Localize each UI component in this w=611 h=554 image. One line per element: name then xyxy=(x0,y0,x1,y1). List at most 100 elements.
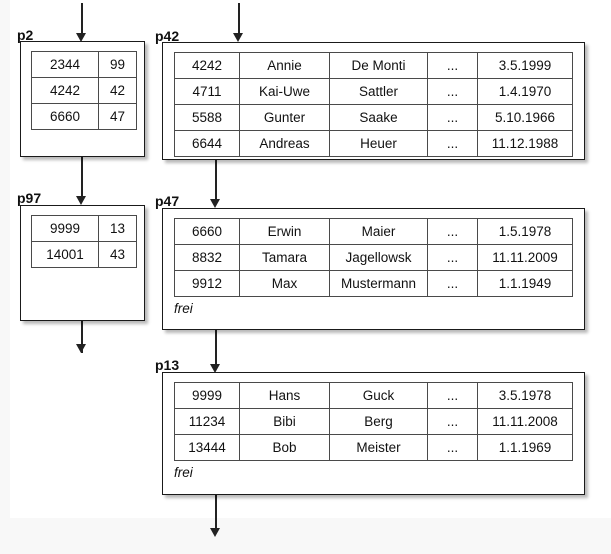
cell-more: ... xyxy=(427,434,478,461)
cell-lastname: Saake xyxy=(329,104,428,131)
cell-more: ... xyxy=(427,408,478,435)
arrow-p42-to-p47-line xyxy=(215,160,217,200)
cell-key: 9999 xyxy=(31,215,99,242)
arrow-p47-to-p13-line xyxy=(215,330,217,368)
table-row[interactable]: 14001 43 xyxy=(31,241,137,268)
cell-date: 3.5.1999 xyxy=(477,52,573,79)
cell-more: ... xyxy=(427,52,478,79)
cell-date: 1.1.1969 xyxy=(477,434,573,461)
cell-more: ... xyxy=(427,244,478,271)
arrow-p2-to-p97-head xyxy=(76,196,86,205)
table-row[interactable]: 2344 99 xyxy=(31,51,137,78)
cell-pointer: 43 xyxy=(98,241,137,268)
arrow-into-p2-line xyxy=(81,3,83,36)
cell-date: 3.5.1978 xyxy=(477,382,573,409)
cell-firstname: Andreas xyxy=(239,130,330,157)
cell-id: 6644 xyxy=(174,130,240,157)
table-row[interactable]: 5588 Gunter Saake ... 5.10.1966 xyxy=(174,104,573,131)
cell-lastname: Sattler xyxy=(329,78,428,105)
cell-date: 11.11.2008 xyxy=(477,408,573,435)
cell-more: ... xyxy=(427,130,478,157)
cell-date: 1.5.1978 xyxy=(477,218,573,245)
node-p13[interactable]: 9999 Hans Guck ... 3.5.1978 11234 Bibi B… xyxy=(162,372,585,495)
cell-lastname: Guck xyxy=(329,382,428,409)
table-row[interactable]: 4242 42 xyxy=(31,77,137,104)
table-row[interactable]: 9999 Hans Guck ... 3.5.1978 xyxy=(174,382,573,409)
cell-id: 5588 xyxy=(174,104,240,131)
arrow-into-p42-line xyxy=(238,3,240,36)
cell-key: 2344 xyxy=(31,51,99,78)
cell-date: 1.4.1970 xyxy=(477,78,573,105)
table-row[interactable]: 6660 Erwin Maier ... 1.5.1978 xyxy=(174,218,573,245)
table-row[interactable]: 4711 Kai-Uwe Sattler ... 1.4.1970 xyxy=(174,78,573,105)
node-p47[interactable]: 6660 Erwin Maier ... 1.5.1978 8832 Tamar… xyxy=(162,208,585,330)
cell-lastname: Berg xyxy=(329,408,428,435)
arrow-out-of-p13-head xyxy=(210,528,220,537)
cell-firstname: Gunter xyxy=(239,104,330,131)
arrow-p42-to-p47-head xyxy=(210,199,220,208)
cell-lastname: Meister xyxy=(329,434,428,461)
cell-id: 6660 xyxy=(174,218,240,245)
cell-pointer: 47 xyxy=(98,103,137,130)
cell-more: ... xyxy=(427,218,478,245)
cell-date: 11.12.1988 xyxy=(477,130,573,157)
data-table-p47: 6660 Erwin Maier ... 1.5.1978 8832 Tamar… xyxy=(174,218,573,297)
node-p2[interactable]: 2344 99 4242 42 6660 47 xyxy=(20,41,145,157)
free-space-label-p47: frei xyxy=(174,301,193,316)
cell-firstname: Tamara xyxy=(239,244,330,271)
free-space-label-p13: frei xyxy=(174,465,193,480)
cell-pointer: 99 xyxy=(98,51,137,78)
cell-lastname: De Monti xyxy=(329,52,428,79)
arrow-out-of-p97-head xyxy=(76,344,86,353)
node-label-p42: p42 xyxy=(155,28,180,44)
table-row[interactable]: 4242 Annie De Monti ... 3.5.1999 xyxy=(174,52,573,79)
cell-id: 9999 xyxy=(174,382,240,409)
cell-firstname: Hans xyxy=(239,382,330,409)
cell-id: 8832 xyxy=(174,244,240,271)
node-p42[interactable]: 4242 Annie De Monti ... 3.5.1999 4711 Ka… xyxy=(162,42,585,160)
cell-more: ... xyxy=(427,270,478,297)
index-table-p2: 2344 99 4242 42 6660 47 xyxy=(31,51,137,130)
cell-more: ... xyxy=(427,104,478,131)
cell-lastname: Jagellowsk xyxy=(329,244,428,271)
table-row[interactable]: 9912 Max Mustermann ... 1.1.1949 xyxy=(174,270,573,297)
table-row[interactable]: 9999 13 xyxy=(31,215,137,242)
arrow-p47-to-p13-head xyxy=(210,364,220,373)
arrow-into-p42-head xyxy=(233,33,243,42)
node-p97[interactable]: 9999 13 14001 43 xyxy=(20,205,145,321)
node-label-p47: p47 xyxy=(155,193,180,209)
cell-pointer: 42 xyxy=(98,77,137,104)
node-label-p2: p2 xyxy=(17,27,34,43)
cell-id: 4242 xyxy=(174,52,240,79)
arrow-p2-to-p97-line xyxy=(81,157,83,197)
cell-id: 4711 xyxy=(174,78,240,105)
arrow-out-of-p13-line xyxy=(215,495,217,532)
cell-firstname: Bibi xyxy=(239,408,330,435)
table-row[interactable]: 11234 Bibi Berg ... 11.11.2008 xyxy=(174,408,573,435)
table-row[interactable]: 13444 Bob Meister ... 1.1.1969 xyxy=(174,434,573,461)
arrow-out-of-p97-line xyxy=(81,320,83,353)
cell-more: ... xyxy=(427,78,478,105)
data-table-p42: 4242 Annie De Monti ... 3.5.1999 4711 Ka… xyxy=(174,52,573,157)
cell-pointer: 13 xyxy=(98,215,137,242)
cell-date: 1.1.1949 xyxy=(477,270,573,297)
cell-key: 14001 xyxy=(31,241,99,268)
cell-firstname: Erwin xyxy=(239,218,330,245)
cell-firstname: Annie xyxy=(239,52,330,79)
cell-key: 4242 xyxy=(31,77,99,104)
table-row[interactable]: 6644 Andreas Heuer ... 11.12.1988 xyxy=(174,130,573,157)
cell-id: 9912 xyxy=(174,270,240,297)
index-table-p97: 9999 13 14001 43 xyxy=(31,215,137,268)
node-label-p97: p97 xyxy=(17,190,42,206)
table-row[interactable]: 8832 Tamara Jagellowsk ... 11.11.2009 xyxy=(174,244,573,271)
cell-firstname: Max xyxy=(239,270,330,297)
table-row[interactable]: 6660 47 xyxy=(31,103,137,130)
cell-key: 6660 xyxy=(31,103,99,130)
cell-id: 13444 xyxy=(174,434,240,461)
data-table-p13: 9999 Hans Guck ... 3.5.1978 11234 Bibi B… xyxy=(174,382,573,461)
cell-id: 11234 xyxy=(174,408,240,435)
cell-lastname: Maier xyxy=(329,218,428,245)
arrow-into-p2-head xyxy=(76,33,86,42)
cell-firstname: Kai-Uwe xyxy=(239,78,330,105)
